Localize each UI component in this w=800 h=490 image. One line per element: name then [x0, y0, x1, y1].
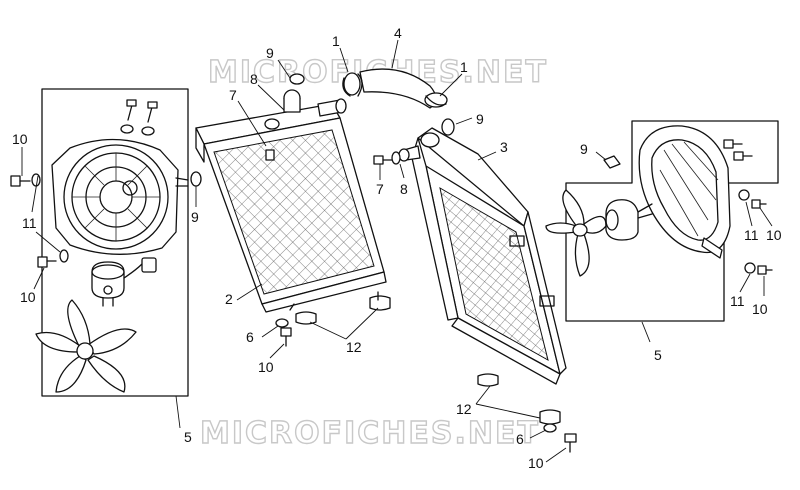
callout-3: 3: [500, 139, 508, 155]
left-side-bolts: [10, 171, 202, 268]
callout-1: 1: [460, 59, 468, 75]
callout-10: 10: [20, 289, 36, 305]
center-bottom-fasteners: [275, 318, 292, 347]
callout-8: 8: [400, 181, 408, 197]
callout-4: 4: [394, 25, 402, 41]
callout-10: 10: [258, 359, 274, 375]
radiator-left: [195, 89, 391, 325]
callout-9: 9: [476, 111, 484, 127]
callout-10: 10: [752, 301, 768, 317]
right-fan-motor: [605, 199, 653, 241]
right-fan-fasteners: [603, 139, 773, 275]
callout-6: 6: [246, 329, 254, 345]
callout-7: 7: [376, 181, 384, 197]
left-fan-group-frame: [41, 88, 189, 397]
left-fan-shroud: [51, 138, 189, 255]
bottom-right-screw: [543, 423, 577, 453]
right-fan-assembly: [545, 120, 779, 322]
callout-2: 2: [225, 291, 233, 307]
callout-11: 11: [22, 215, 37, 231]
callout-12: 12: [456, 401, 472, 417]
callout-9: 9: [191, 209, 199, 225]
radiator-right: [398, 127, 567, 425]
callout-11: 11: [730, 293, 745, 309]
callout-12: 12: [346, 339, 362, 355]
watermark-bottom: MICROFICHES.NET: [200, 416, 540, 451]
right-fan-group-frame: [565, 120, 779, 322]
callout-10: 10: [766, 227, 782, 243]
callout-7: 7: [229, 87, 237, 103]
callout-5: 5: [184, 429, 192, 445]
callout-10: 10: [528, 455, 544, 471]
left-fan-motor: [91, 257, 157, 307]
left-fan-assembly: [10, 88, 202, 397]
callout-9: 9: [266, 45, 274, 61]
callout-6: 6: [516, 431, 524, 447]
left-fan-blade: [35, 299, 137, 393]
callout-9: 9: [580, 141, 588, 157]
right-fan-blade: [545, 189, 607, 277]
callout-1: 1: [332, 33, 340, 49]
hose-and-clamps: [289, 68, 455, 136]
callout-numbers: 10 11 10 5 9 9 8 7 2 6 10 12 1 4 1 9 3 7…: [12, 25, 782, 471]
right-fan-shroud: [638, 125, 731, 259]
left-top-screws: [120, 99, 158, 136]
center-side-fasteners: [373, 151, 401, 165]
callout-10: 10: [12, 131, 28, 147]
callout-5: 5: [654, 347, 662, 363]
leader-lines: [21, 39, 773, 463]
callout-11: 11: [744, 227, 759, 243]
callout-8: 8: [250, 71, 258, 87]
